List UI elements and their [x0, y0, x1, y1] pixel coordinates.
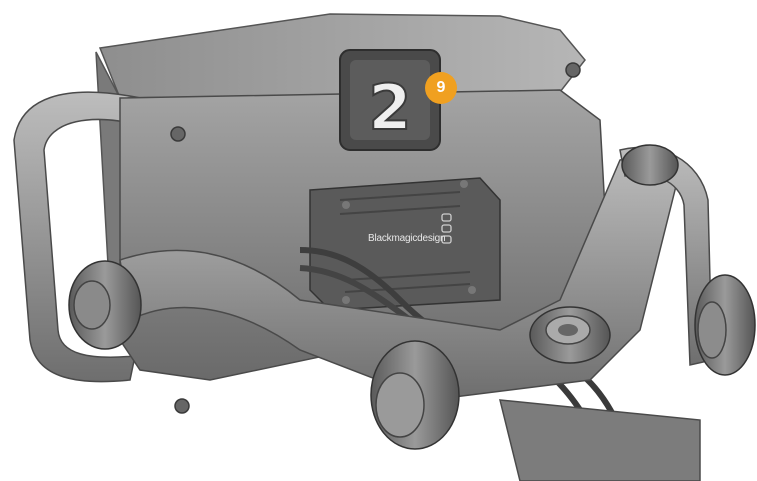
pan-bar-clamp: [529, 306, 611, 364]
connector-ridges: [339, 191, 471, 293]
panel-screw: [342, 296, 350, 304]
knob-rear-right: [621, 144, 679, 186]
knob-left: [68, 260, 142, 350]
connector-panel: [309, 177, 501, 311]
knob-front: [370, 340, 460, 450]
status-led: [441, 213, 452, 222]
tally-number: 2: [367, 71, 412, 144]
status-led: [441, 235, 452, 244]
panel-screw: [460, 180, 468, 188]
status-led: [441, 224, 452, 233]
tripod-mount: [499, 399, 701, 481]
body-screw: [565, 62, 581, 78]
body-screw: [174, 398, 190, 414]
panel-screw: [468, 286, 476, 294]
knob-right: [694, 274, 756, 376]
callout-badge: 9: [425, 72, 457, 104]
panel-screw: [342, 201, 350, 209]
brand-logo-text: Blackmagicdesign: [368, 233, 446, 244]
left-handle: [13, 91, 151, 383]
tally-window-inner: [350, 60, 430, 140]
body-screw: [170, 126, 186, 142]
